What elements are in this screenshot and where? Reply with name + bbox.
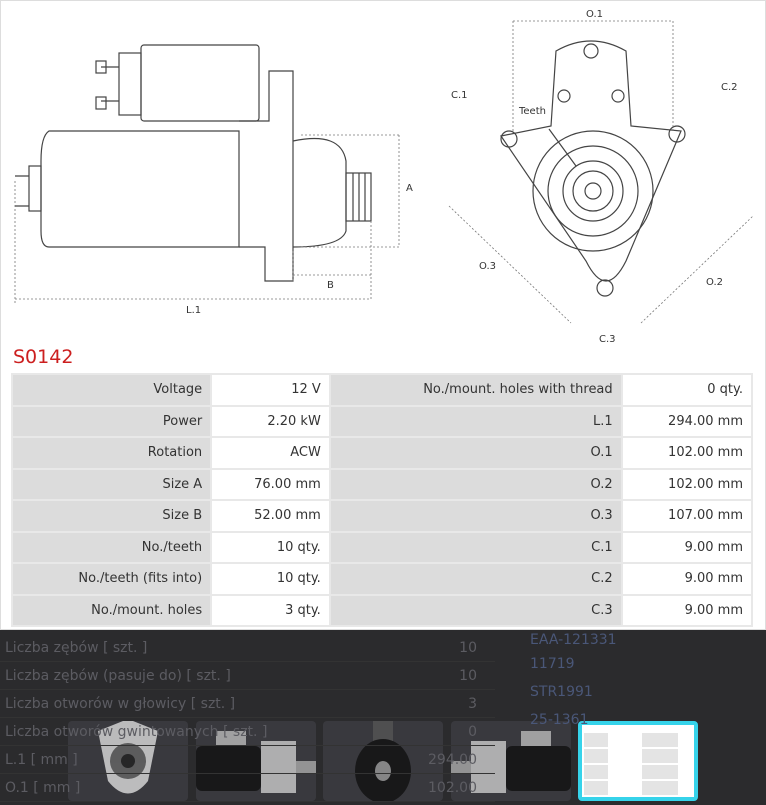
thumbnail-strip <box>0 721 766 801</box>
bg-value: 10 <box>459 667 477 684</box>
spec-label: Voltage <box>13 375 211 405</box>
spec-value: 12 V <box>212 375 329 405</box>
spec-value: 52.00 mm <box>212 501 329 531</box>
spec-label: O.2 <box>330 469 621 499</box>
dim-label-c3: C.3 <box>599 334 616 345</box>
spec-label: Rotation <box>13 438 211 468</box>
spec-label: C.1 <box>330 532 621 562</box>
bg-value: 0 <box>468 723 477 740</box>
spec-value: 9.00 mm <box>622 532 751 562</box>
spec-label: No./teeth (fits into) <box>13 564 211 594</box>
thumbnail-side-view-2[interactable] <box>451 721 571 801</box>
dim-label-a: A <box>406 183 413 194</box>
bg-value: 102.00 <box>428 779 477 796</box>
spec-value: 107.00 mm <box>622 501 751 531</box>
spec-value: 102.00 mm <box>622 438 751 468</box>
bg-row: Liczba zębów [ szt. ] 10 <box>0 634 495 662</box>
bg-label: Liczba otworów gwintowanych [ szt. ] <box>5 723 268 740</box>
spec-label: No./teeth <box>13 532 211 562</box>
spec-label: L.1 <box>330 406 621 436</box>
bg-row: Liczba otworów w głowicy [ szt. ] 3 <box>0 690 495 718</box>
bg-ref: 25-1361 <box>530 712 589 728</box>
dim-label-o3: O.3 <box>479 261 496 272</box>
spec-value: 10 qty. <box>212 564 329 594</box>
bg-row: Liczba zębów (pasuje do) [ szt. ] 10 <box>0 662 495 690</box>
spec-value: 9.00 mm <box>622 564 751 594</box>
spec-value: 9.00 mm <box>622 595 751 625</box>
spec-value: 294.00 mm <box>622 406 751 436</box>
bg-label: L.1 [ mm ] <box>5 751 78 768</box>
spec-label: Size A <box>13 469 211 499</box>
dim-label-b: B <box>327 280 334 291</box>
bg-row: Liczba otworów gwintowanych [ szt. ] 0 <box>0 718 495 746</box>
spec-value: 102.00 mm <box>622 469 751 499</box>
dim-label-teeth: Teeth <box>518 106 546 117</box>
bg-label: O.1 [ mm ] <box>5 779 81 796</box>
bg-value: 294.00 <box>428 751 477 768</box>
thumbnail-side-view[interactable] <box>196 721 316 801</box>
spec-value: 76.00 mm <box>212 469 329 499</box>
spec-value: 3 qty. <box>212 595 329 625</box>
spec-label: C.2 <box>330 564 621 594</box>
product-code: S0142 <box>13 346 74 368</box>
side-view-drawing: A B L.1 <box>14 44 413 316</box>
spec-label: O.1 <box>330 438 621 468</box>
bg-label: Liczba zębów (pasuje do) [ szt. ] <box>5 667 231 684</box>
spec-label: No./mount. holes <box>13 595 211 625</box>
dim-label-o1: O.1 <box>586 9 603 20</box>
bg-row: O.1 [ mm ] 102.00 <box>0 774 495 802</box>
bg-ref: EAA-121331 <box>530 632 617 648</box>
spec-label: Size B <box>13 501 211 531</box>
bg-label: Liczba zębów [ szt. ] <box>5 639 148 656</box>
background-page: Liczba zębów [ szt. ] 10 Liczba zębów (pa… <box>0 630 766 805</box>
spec-label: C.3 <box>330 595 621 625</box>
thumbnail-spec-table[interactable] <box>578 721 698 801</box>
thumbnail-front-view[interactable] <box>68 721 188 801</box>
bg-label: Liczba otworów w głowicy [ szt. ] <box>5 695 236 712</box>
spec-label: Power <box>13 406 211 436</box>
bg-row: L.1 [ mm ] 294.00 <box>0 746 495 774</box>
spec-label: No./mount. holes with thread <box>330 375 621 405</box>
dim-label-o2: O.2 <box>706 277 723 288</box>
spec-value: 2.20 kW <box>212 406 329 436</box>
bg-value: 10 <box>459 639 477 656</box>
dim-label-l1: L.1 <box>186 305 201 316</box>
dim-label-c1: C.1 <box>451 90 468 101</box>
spec-label: O.3 <box>330 501 621 531</box>
thumbnail-rear-view[interactable] <box>323 721 443 801</box>
starter-diagram: A B L.1 O.1 C.1 C.2 Teeth O.3 O.2 C.3 <box>14 9 754 345</box>
spec-value: 10 qty. <box>212 532 329 562</box>
front-view-drawing: O.1 C.1 C.2 Teeth O.3 O.2 C.3 <box>448 9 754 345</box>
bg-ref: 11719 <box>530 656 575 672</box>
bg-value: 3 <box>468 695 477 712</box>
spec-value: ACW <box>212 438 329 468</box>
spec-value: 0 qty. <box>622 375 751 405</box>
bg-ref: STR1991 <box>530 684 593 700</box>
lightbox-panel: A B L.1 O.1 C.1 C.2 Teeth O.3 O.2 C.3 S0… <box>0 0 766 630</box>
dim-label-c2: C.2 <box>721 82 738 93</box>
